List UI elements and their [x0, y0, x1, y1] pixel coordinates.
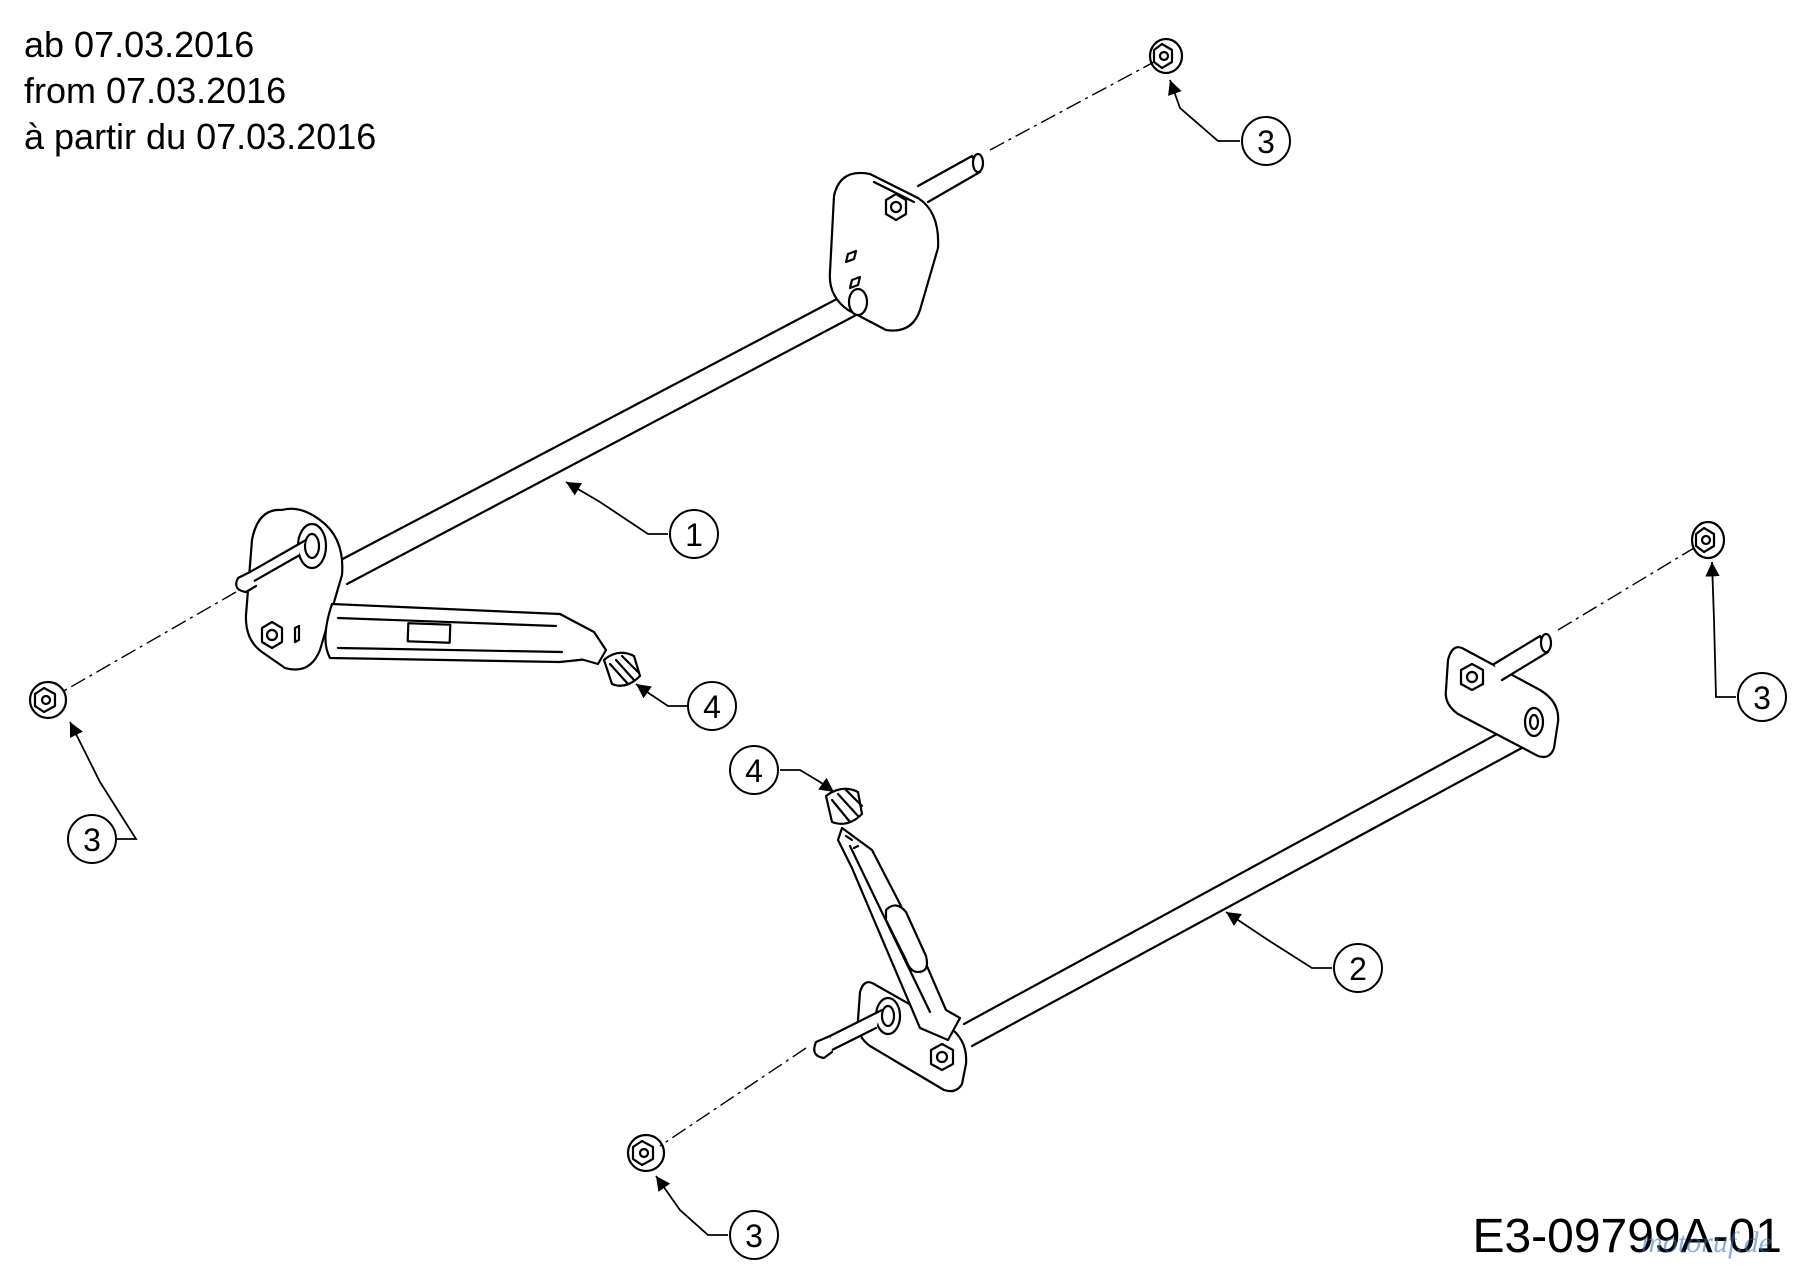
date-note: ab 07.03.2016 from 07.03.2016 à partir d… — [24, 22, 376, 160]
date-note-french: à partir du 07.03.2016 — [24, 116, 377, 157]
callout-1: 1 — [669, 509, 719, 559]
date-note-german: ab 07.03.2016 — [24, 24, 255, 65]
callout-2-label: 2 — [1349, 951, 1367, 987]
drawing-code: E3-09799A-01 — [1472, 1210, 1782, 1263]
callout-3-bottom: 3 — [729, 1210, 779, 1260]
flange-nut-part-3-top — [1148, 37, 1184, 75]
callout-3-left: 3 — [67, 814, 117, 864]
callout-3-right-label: 3 — [1753, 680, 1771, 716]
callout-3-right: 3 — [1737, 672, 1787, 722]
callout-4-lower-label: 4 — [745, 753, 763, 789]
callout-4-lower: 4 — [729, 745, 779, 795]
callout-3-top: 3 — [1241, 116, 1291, 166]
callout-2: 2 — [1333, 943, 1383, 993]
date-note-english: from 07.03.2016 — [24, 70, 287, 111]
flange-nut-part-3-bottom — [626, 1133, 666, 1173]
callout-4-upper: 4 — [687, 681, 737, 731]
callout-4-upper-label: 4 — [703, 689, 721, 725]
callout-3-top-label: 3 — [1257, 124, 1275, 160]
flange-nut-part-3-right — [1690, 520, 1726, 560]
axle-part-2 — [813, 632, 1560, 1093]
bushing-part-4-upper — [602, 651, 642, 687]
callout-3-left-label: 3 — [83, 822, 101, 858]
callout-1-label: 1 — [685, 517, 703, 553]
leader-lines — [69, 79, 1736, 1236]
assembly-centerlines — [61, 61, 1695, 1147]
flange-nut-part-3-left — [28, 680, 68, 720]
watermark-logo: motoruf.de — [1641, 1226, 1772, 1259]
axle-part-1 — [235, 152, 985, 671]
callout-3-bottom-label: 3 — [745, 1218, 763, 1254]
bushing-part-4-lower — [824, 787, 864, 825]
